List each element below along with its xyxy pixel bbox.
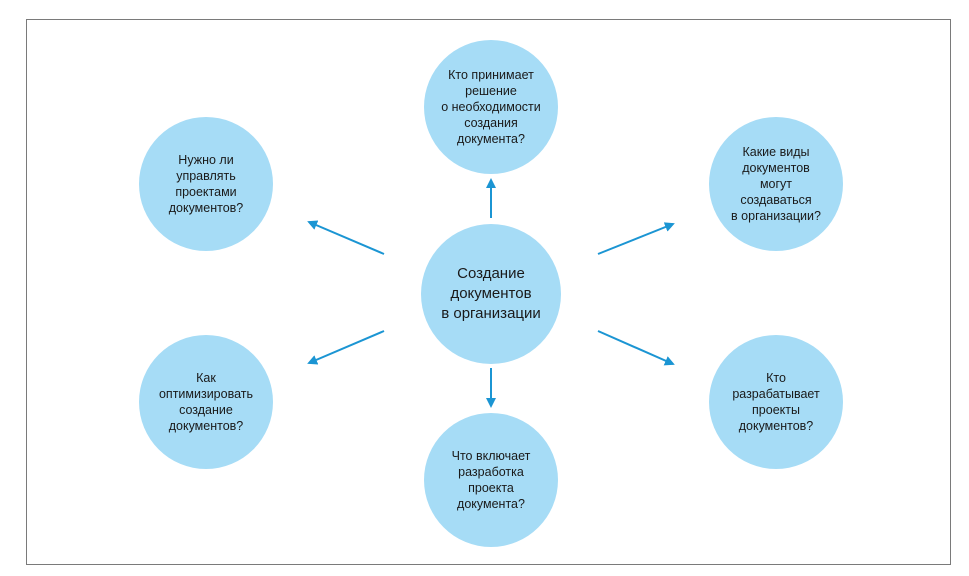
node-upper-right: Какие виды документов могут создаваться … bbox=[709, 117, 843, 251]
arrow-to-lower-left bbox=[307, 330, 385, 365]
node-bottom-label: Что включает разработка проекта документ… bbox=[451, 449, 531, 511]
node-top: Кто принимает решение о необходимости со… bbox=[424, 40, 558, 174]
node-lower-left-label: Как оптимизировать создание документов? bbox=[158, 371, 254, 433]
node-lower-right: Кто разрабатывает проекты документов? bbox=[709, 335, 843, 469]
node-top-label: Кто принимает решение о необходимости со… bbox=[441, 68, 541, 146]
node-upper-left: Нужно ли управлять проектами документов? bbox=[139, 117, 273, 251]
node-bottom: Что включает разработка проекта документ… bbox=[424, 413, 558, 547]
center-node-label: Создание документов в организации bbox=[441, 265, 541, 322]
arrow-to-upper-right bbox=[597, 222, 675, 255]
node-upper-left-label: Нужно ли управлять проектами документов? bbox=[168, 153, 244, 215]
arrow-to-upper-left bbox=[307, 220, 385, 255]
node-lower-right-label: Кто разрабатывает проекты документов? bbox=[732, 371, 820, 433]
diagram-frame bbox=[26, 19, 951, 565]
node-upper-right-label: Какие виды документов могут создаваться … bbox=[731, 145, 821, 223]
arrow-to-lower-right bbox=[597, 330, 675, 366]
node-lower-left: Как оптимизировать создание документов? bbox=[139, 335, 273, 469]
center-node: Создание документов в организации bbox=[421, 224, 561, 364]
